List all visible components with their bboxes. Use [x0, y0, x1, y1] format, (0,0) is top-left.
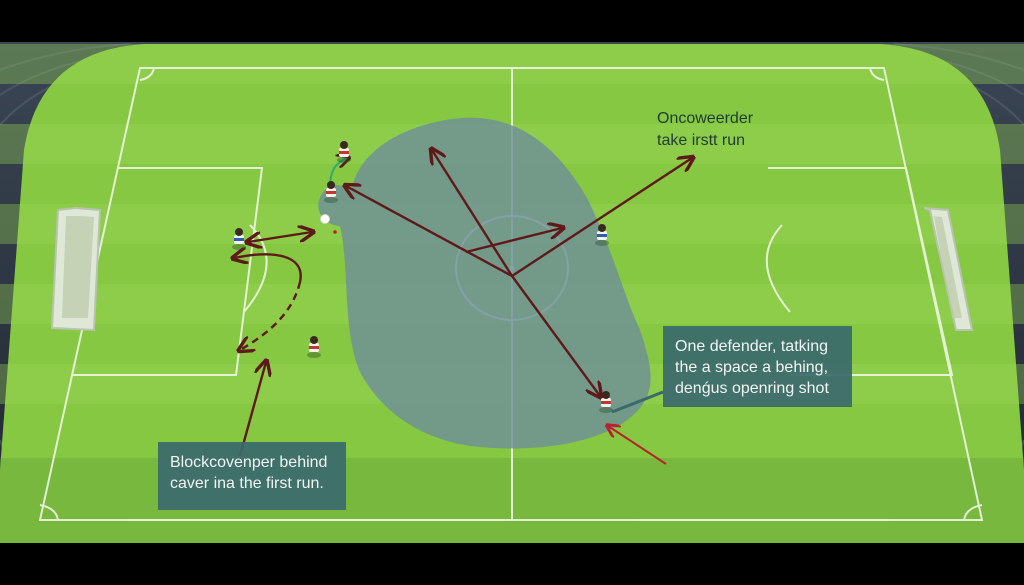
- player-icon: [337, 141, 351, 163]
- player-icon: [232, 228, 246, 250]
- arrow-icon: [432, 150, 514, 277]
- corner-arc-tr: [869, 67, 885, 81]
- penalty-box-left: [72, 167, 264, 376]
- top-letterbox: [0, 0, 1024, 42]
- callout-pointer: [611, 390, 664, 414]
- run-arrows: [234, 150, 692, 457]
- annotation-box-right-line1: One defender, tatking: [675, 338, 828, 355]
- annotation-top-right: Oncoweerder take irstt run: [657, 108, 753, 152]
- annotation-top-right-line1: Oncoweerder: [657, 110, 754, 127]
- player-icon: [307, 336, 321, 358]
- arrow-icon: [465, 228, 562, 254]
- arrow-icon: [240, 281, 302, 350]
- arrow-icon: [234, 254, 302, 283]
- space-zone: [318, 117, 651, 449]
- annotation-box-right-line3: denǵus openring shot: [675, 380, 829, 397]
- player-icon: [595, 224, 609, 246]
- annotation-box-right-line2: the a space a behing,: [675, 359, 829, 376]
- corner-arc-bl: [39, 504, 59, 521]
- arrow-icon: [346, 186, 513, 278]
- annotation-top-right-line2: take irstt run: [657, 132, 746, 149]
- arrow-icon: [511, 158, 692, 278]
- corner-arc-br: [963, 504, 983, 521]
- player-icon: [599, 391, 613, 413]
- penalty-arc-right: [765, 224, 791, 313]
- annotation-box-right: One defender, tatking the a space a behi…: [663, 326, 852, 407]
- arrow-icon: [238, 362, 266, 457]
- arrow-icon: [608, 426, 667, 465]
- ball-marker: [333, 230, 337, 234]
- arrow-icon: [248, 232, 312, 242]
- goal-icon: [923, 207, 974, 331]
- player-icon: [324, 181, 338, 203]
- arrow-icon: [511, 275, 600, 396]
- penalty-box-right: [768, 167, 954, 376]
- annotation-box-bottom-left-line1: Blockcovenper behind: [170, 454, 328, 471]
- goal-icon: [50, 206, 102, 332]
- ball-icon: [320, 214, 330, 224]
- corner-arc-tl: [139, 67, 155, 81]
- annotation-box-bottom-left: Blockcovenper behind caver ina the first…: [158, 442, 346, 510]
- annotation-box-bottom-left-line2: caver ina the first run.: [170, 475, 324, 492]
- touchline-boundary: [38, 67, 984, 521]
- bottom-letterbox: [0, 543, 1024, 585]
